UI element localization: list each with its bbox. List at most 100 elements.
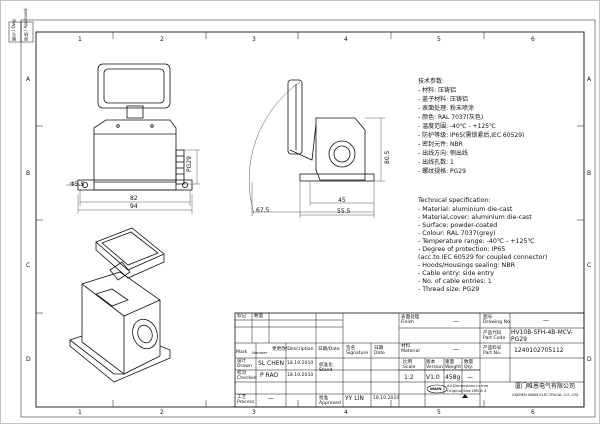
dim-depth-67-5: 67.5 <box>256 207 270 214</box>
iso-cable-entry <box>132 318 158 350</box>
tb-dwg-value: — <box>543 317 549 324</box>
tb-appr-cn: 批准 <box>319 396 329 401</box>
tb-dwg-en: Drawing No. <box>483 320 512 325</box>
tb-dwg-cn: 图号 <box>483 315 493 320</box>
zone-bottom-6: 6 <box>531 409 535 416</box>
spec-en-line: - Colour: RAL 7037(grey) <box>418 230 496 237</box>
zone-left-a: A <box>26 76 31 83</box>
tb-ver-value: V1.0 <box>426 374 440 381</box>
front-flange <box>77 179 193 191</box>
zone-left-b: B <box>26 170 31 177</box>
spec-cn-line: - 螺纹规格: PG29 <box>418 168 466 175</box>
rev-strip-label-1: 图号 / Dwg <box>11 19 16 41</box>
front-thread <box>175 149 185 185</box>
zone-frame <box>20 19 596 418</box>
iso-cover-top <box>95 227 165 271</box>
side-cable-entry <box>328 140 356 168</box>
tb-weight-en: Weight <box>445 365 462 370</box>
tb-qty2-cn: 数量 <box>464 360 474 365</box>
dim-width-94: 94 <box>130 203 138 210</box>
front-cover <box>97 63 171 109</box>
dim-depth-55-5: 55.5 <box>337 208 351 215</box>
zone-bottom-3: 3 <box>252 409 256 416</box>
tb-ver-en: Version <box>426 365 443 370</box>
tb-appr-en: Approved <box>319 401 342 406</box>
zone-right-b: B <box>587 170 592 177</box>
tb-weight-value: 458g <box>445 374 461 381</box>
tb-sig-en: Signature <box>346 351 369 356</box>
tb-appr-name: YY LIN <box>345 395 364 402</box>
company-logo-text: WAIN <box>430 386 442 391</box>
tb-process-value: — <box>268 395 274 402</box>
tb-std-en: Stand <box>319 368 333 373</box>
tb-weight-cn: 重量 <box>445 360 455 365</box>
title-block-grid <box>234 312 585 408</box>
tb-qty-en: Number <box>252 350 268 355</box>
spec-cn-line: - 密封元件: NBR <box>418 141 463 148</box>
spec-en-line: - Material,cover: aluminium die-cast <box>418 214 532 221</box>
zone-right-c: C <box>587 262 592 269</box>
zone-top-1: 1 <box>78 36 82 43</box>
tb-mark-en: Mark <box>236 350 248 355</box>
tb-material-value: — <box>453 346 459 353</box>
side-view <box>287 79 375 182</box>
iso-latch <box>109 261 131 281</box>
zone-bottom-5: 5 <box>437 409 441 416</box>
zone-top-2: 2 <box>160 36 164 43</box>
spec-en-line: - Surface: powder-coated <box>418 222 498 229</box>
spec-cn-line: - 防护等级: IP65(需锁紧后,IEC 60529) <box>418 132 525 139</box>
tb-pcode-cn: 产品代码 <box>483 331 502 336</box>
tb-qty-cn: 数量 <box>254 314 264 319</box>
tb-checked-en: Checked <box>237 376 257 381</box>
zone-top-6: 6 <box>531 36 535 43</box>
tb-sig-cn: 签名 <box>346 346 356 351</box>
spec-en-line: - Cable entry: side entry <box>418 270 495 277</box>
tb-change: 更更改/Description <box>272 347 314 352</box>
front-dimensions <box>66 149 200 214</box>
tb-note-dimensions: All Dimensions in mm <box>447 383 489 388</box>
spec-cn-line: - 表面处理: 粉末喷涂 <box>418 105 475 112</box>
tb-drawn-cn: 设计 <box>237 359 247 364</box>
side-housing <box>315 117 366 181</box>
tb-finish-value: — <box>453 318 459 325</box>
tb-material-en: Material <box>401 349 420 354</box>
zone-bottom-2: 2 <box>160 409 164 416</box>
spec-cn-line: - 颜色: RAL 7037(灰色) <box>418 114 484 121</box>
tb-note-original-size: Original Size DIN A 4 <box>447 388 487 393</box>
tb-checked-name: P RAO <box>260 372 279 379</box>
side-dimensions <box>248 81 385 218</box>
dim-hole-diameter: Φ5.5 <box>70 181 85 188</box>
spec-cn-line: - 材料: 压铸铝 <box>418 87 457 94</box>
tb-scale-value: 1:2 <box>404 374 414 381</box>
tb-drawn-name: SL CHEN <box>258 360 285 367</box>
tb-finish-en: Finish <box>401 320 415 325</box>
rev-strip-label-2: 审核 / Approved <box>23 8 28 41</box>
spec-cn-line: - 出线方向: 侧出线 <box>418 150 469 157</box>
tb-pno-cn: 产品料号 <box>483 346 502 351</box>
company-name-cn: 厦门唯恩电气有限公司 <box>515 383 576 390</box>
spec-en-line: - Temperature range: -40℃ - +125℃ <box>418 238 535 245</box>
spec-en-line: - Material: aluminium die-cast <box>418 206 513 213</box>
zone-top-4: 4 <box>344 36 348 43</box>
tb-drawn-date: 18.10.2010 <box>287 361 314 366</box>
zone-bottom-4: 4 <box>344 409 348 416</box>
spec-cn-title: 技术参数: <box>418 78 445 85</box>
dim-thread-pg29: PG29 <box>186 156 193 172</box>
dim-width-82: 82 <box>130 195 138 202</box>
tb-appr-date: 18.10.2010 <box>373 396 400 401</box>
side-flange <box>299 173 375 182</box>
zone-top-3: 3 <box>252 36 256 43</box>
tb-finish-cn: 表面处理 <box>401 315 420 320</box>
tb-date-cn: 日期 <box>318 347 328 352</box>
tb-drawn-en: Drawn <box>237 364 252 369</box>
front-cover-inner <box>103 68 165 104</box>
